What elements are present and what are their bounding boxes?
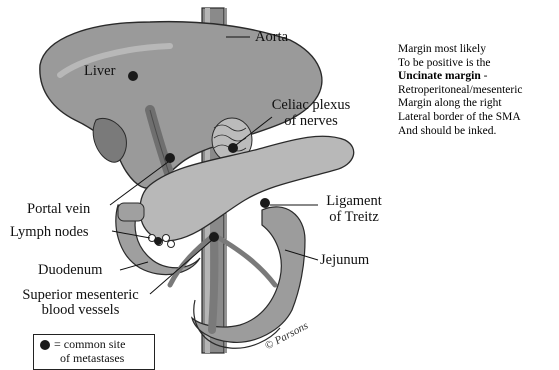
legend-line-2: of metastases [54, 351, 125, 365]
side-note-line-6: Lateral border of the SMA [398, 111, 559, 125]
side-note-line-4: Retroperitoneal/mesenteric [398, 84, 559, 98]
side-note-line-1: Margin most likely [398, 43, 559, 57]
side-note-line-2: To be positive is the [398, 57, 559, 71]
side-note-line-3: Uncinate margin - [398, 70, 559, 84]
label-liver: Liver [84, 63, 115, 79]
label-duodenum: Duodenum [38, 262, 102, 278]
legend-text: = common site of metastases [54, 337, 125, 365]
label-ligament-treitz: Ligament of Treitz [320, 193, 388, 225]
label-portal-vein: Portal vein [27, 201, 90, 217]
label-aorta: Aorta [255, 29, 288, 45]
label-jejunum: Jejunum [320, 252, 369, 268]
side-note-line-7: And should be inked. [398, 125, 559, 139]
side-note-line-5: Margin along the right [398, 97, 559, 111]
legend-box: = common site of metastases [33, 334, 155, 370]
metastasis-dot-smv [209, 232, 219, 242]
metastasis-dot-liver [128, 71, 138, 81]
legend-dot [40, 340, 50, 350]
label-superior-mesenteric: Superior mesenteric blood vessels [8, 288, 153, 318]
side-note-line-3-rest: - [481, 70, 488, 82]
uncinate-margin-term: Uncinate margin [398, 70, 481, 82]
metastasis-dot-portal [165, 153, 175, 163]
label-celiac-plexus: Celiac plexus of nerves [266, 97, 356, 129]
metastasis-dot-ligament [260, 198, 270, 208]
side-note: Margin most likely To be positive is the… [398, 43, 559, 138]
legend-line-1: = common site [54, 337, 125, 351]
metastasis-dot-lymph [154, 237, 162, 245]
smv-shape [212, 235, 214, 330]
label-lymph-nodes: Lymph nodes [10, 224, 89, 240]
